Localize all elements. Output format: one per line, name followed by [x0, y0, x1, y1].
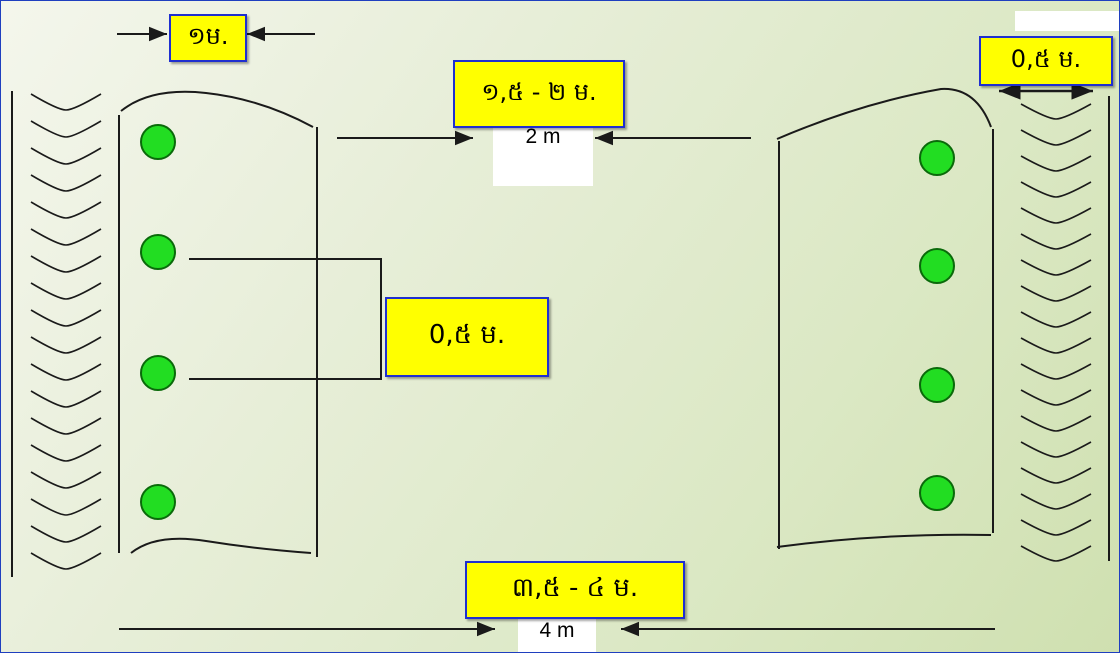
crop-row-chevron-icon [1020, 285, 1092, 302]
crop-row-chevron-icon [1020, 103, 1092, 120]
crop-row-chevron-icon [1020, 493, 1092, 510]
crop-row-chevron-icon [30, 93, 102, 111]
left-plant-icon [140, 234, 176, 270]
plant-spacing-text: 0,៥ ម. [428, 320, 506, 350]
crop-row-chevron-icon [1020, 389, 1092, 406]
path-width-white-box: 2 m [493, 125, 593, 186]
crop-row-chevron-icon [1020, 181, 1092, 198]
plant-spacing-label: 0,៥ ម. [385, 297, 549, 377]
total-width-white-box: 4 m [518, 619, 596, 652]
right-plant-icon [919, 367, 955, 403]
crop-row-chevron-icon [30, 147, 102, 165]
crop-row-chevron-icon [1020, 363, 1092, 380]
crop-row-chevron-icon [30, 525, 102, 543]
bed-width-label: ១ម. [169, 14, 247, 62]
crop-row-chevron-icon [1020, 441, 1092, 458]
total-width-en-label: 4 m [539, 619, 575, 642]
crop-row-chevron-icon [1020, 233, 1092, 250]
bed-width-text: ១ម. [187, 21, 229, 50]
crop-row-chevron-icon [1020, 337, 1092, 354]
crop-row-chevron-icon [1020, 207, 1092, 224]
spacing-bracket [189, 258, 382, 380]
crop-row-chevron-icon [30, 471, 102, 489]
crop-row-chevron-icon [30, 228, 102, 246]
right-plant-icon [919, 140, 955, 176]
crop-row-chevron-icon [30, 417, 102, 435]
crop-row-chevron-icon [30, 498, 102, 516]
crop-row-chevron-icon [30, 444, 102, 462]
left-plant-icon [140, 484, 176, 520]
crop-row-chevron-icon [30, 201, 102, 219]
left-bed [118, 90, 318, 557]
crop-row-chevron-icon [1020, 155, 1092, 172]
right-plant-icon [919, 475, 955, 511]
path-width-text: ១,៥ - ២ ម. [481, 77, 597, 106]
border-width-label: 0,៥ ម. [979, 36, 1113, 86]
left-crop-row [30, 93, 102, 570]
top-right-white-patch [1015, 11, 1119, 31]
crop-row-chevron-icon [30, 552, 102, 570]
crop-row-chevron-icon [1020, 467, 1092, 484]
crop-row-chevron-icon [30, 363, 102, 381]
right-crop-row [1020, 103, 1092, 562]
right-plant-icon [919, 248, 955, 284]
crop-row-chevron-icon [1020, 311, 1092, 328]
crop-row-chevron-icon [1020, 519, 1092, 536]
crop-row-chevron-icon [30, 282, 102, 300]
crop-row-chevron-icon [1020, 129, 1092, 146]
path-width-label: ១,៥ - ២ ម. [453, 60, 625, 128]
crop-row-chevron-icon [30, 390, 102, 408]
path-width-en-label: 2 m [525, 125, 561, 148]
left-plant-icon [140, 124, 176, 160]
crop-row-chevron-icon [30, 336, 102, 354]
total-width-text: ៣,៥ - ៤ ម. [511, 573, 639, 603]
total-width-label: ៣,៥ - ៤ ម. [465, 561, 685, 619]
crop-row-chevron-icon [30, 309, 102, 327]
border-width-text: 0,៥ ម. [1010, 44, 1082, 73]
right-plant-group [919, 140, 955, 511]
crop-row-chevron-icon [1020, 545, 1092, 562]
right-bed [776, 87, 994, 549]
left-plant-group [140, 124, 176, 520]
crop-row-chevron-icon [1020, 259, 1092, 276]
crop-row-chevron-icon [30, 174, 102, 192]
crop-row-chevron-icon [30, 255, 102, 273]
left-plant-icon [140, 355, 176, 391]
crop-row-chevron-icon [1020, 415, 1092, 432]
crop-row-chevron-icon [30, 120, 102, 138]
